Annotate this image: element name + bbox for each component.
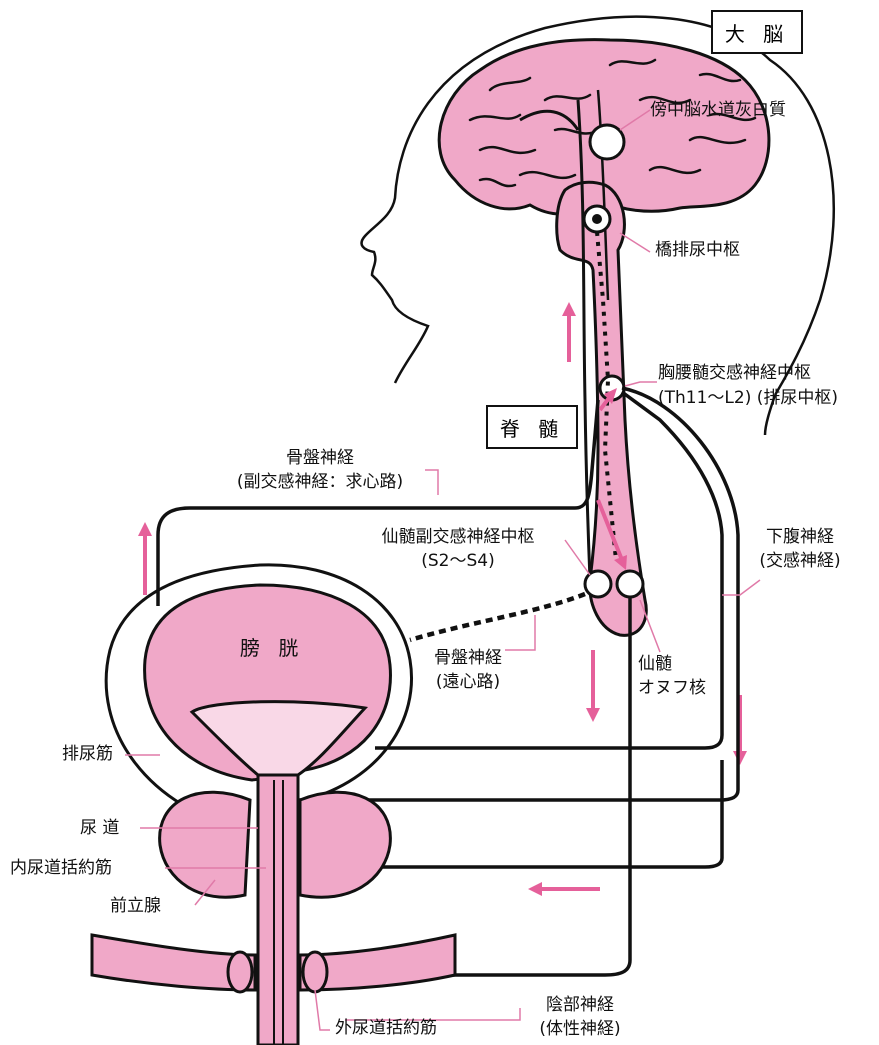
prostate-left xyxy=(160,792,250,897)
prostate-right xyxy=(300,792,390,897)
onuf-nucleus xyxy=(617,571,643,597)
pelvic-afferent-label-line2: (副交感神経：求心路) xyxy=(210,472,430,493)
internal-sphincter-label: 内尿道括約筋 xyxy=(10,858,112,879)
thoracolumbar-label-line2: (Th11〜L2) (排尿中枢) xyxy=(658,388,838,409)
urethra-tube xyxy=(258,775,298,1045)
pelvic-efferent-label-line1: 骨盤神経 xyxy=(418,648,518,669)
pelvic-efferent-label-line2: (遠心路) xyxy=(418,672,518,693)
onuf-label-line1: 仙髄 xyxy=(638,654,672,675)
external-sphincter-label: 外尿道括約筋 xyxy=(335,1018,437,1039)
pag-label: 傍中脳水道灰白質 xyxy=(650,100,786,121)
pudendal-label-line2: (体性神経) xyxy=(520,1019,640,1040)
detrusor-label: 排尿筋 xyxy=(62,744,113,765)
spinal-cord-label-box: 脊 髄 xyxy=(486,405,578,449)
onuf-label-line2: オヌフ核 xyxy=(638,678,706,699)
pontine-center-label: 橋排尿中枢 xyxy=(655,240,740,261)
sacral-center-label-line2: (S2〜S4) xyxy=(358,551,558,572)
pontine-center-dot xyxy=(592,214,602,224)
external-sphincter-right xyxy=(303,952,327,992)
brain-label-box: 大 脳 xyxy=(711,10,803,54)
hypogastric-label-line2: (交感神経) xyxy=(740,551,860,572)
pelvic-afferent-label-line1: 骨盤神経 xyxy=(210,448,430,469)
bladder-label: 膀 胱 xyxy=(240,638,304,659)
pudendal-label-line1: 陰部神経 xyxy=(520,995,640,1016)
pelvic-efferent-nerve-dotted xyxy=(410,594,585,640)
thoracolumbar-label-line1: 胸腰髄交感神経中枢 xyxy=(658,363,811,384)
urethra-label: 尿 道 xyxy=(80,818,119,839)
sacral-center-label-line1: 仙髄副交感神経中枢 xyxy=(358,527,558,548)
hypogastric-label-line1: 下腹神経 xyxy=(740,527,860,548)
sacral-parasympathetic-center xyxy=(585,571,611,597)
pag-nucleus xyxy=(590,125,624,159)
prostate-label: 前立腺 xyxy=(110,896,161,917)
external-sphincter-left xyxy=(228,952,252,992)
